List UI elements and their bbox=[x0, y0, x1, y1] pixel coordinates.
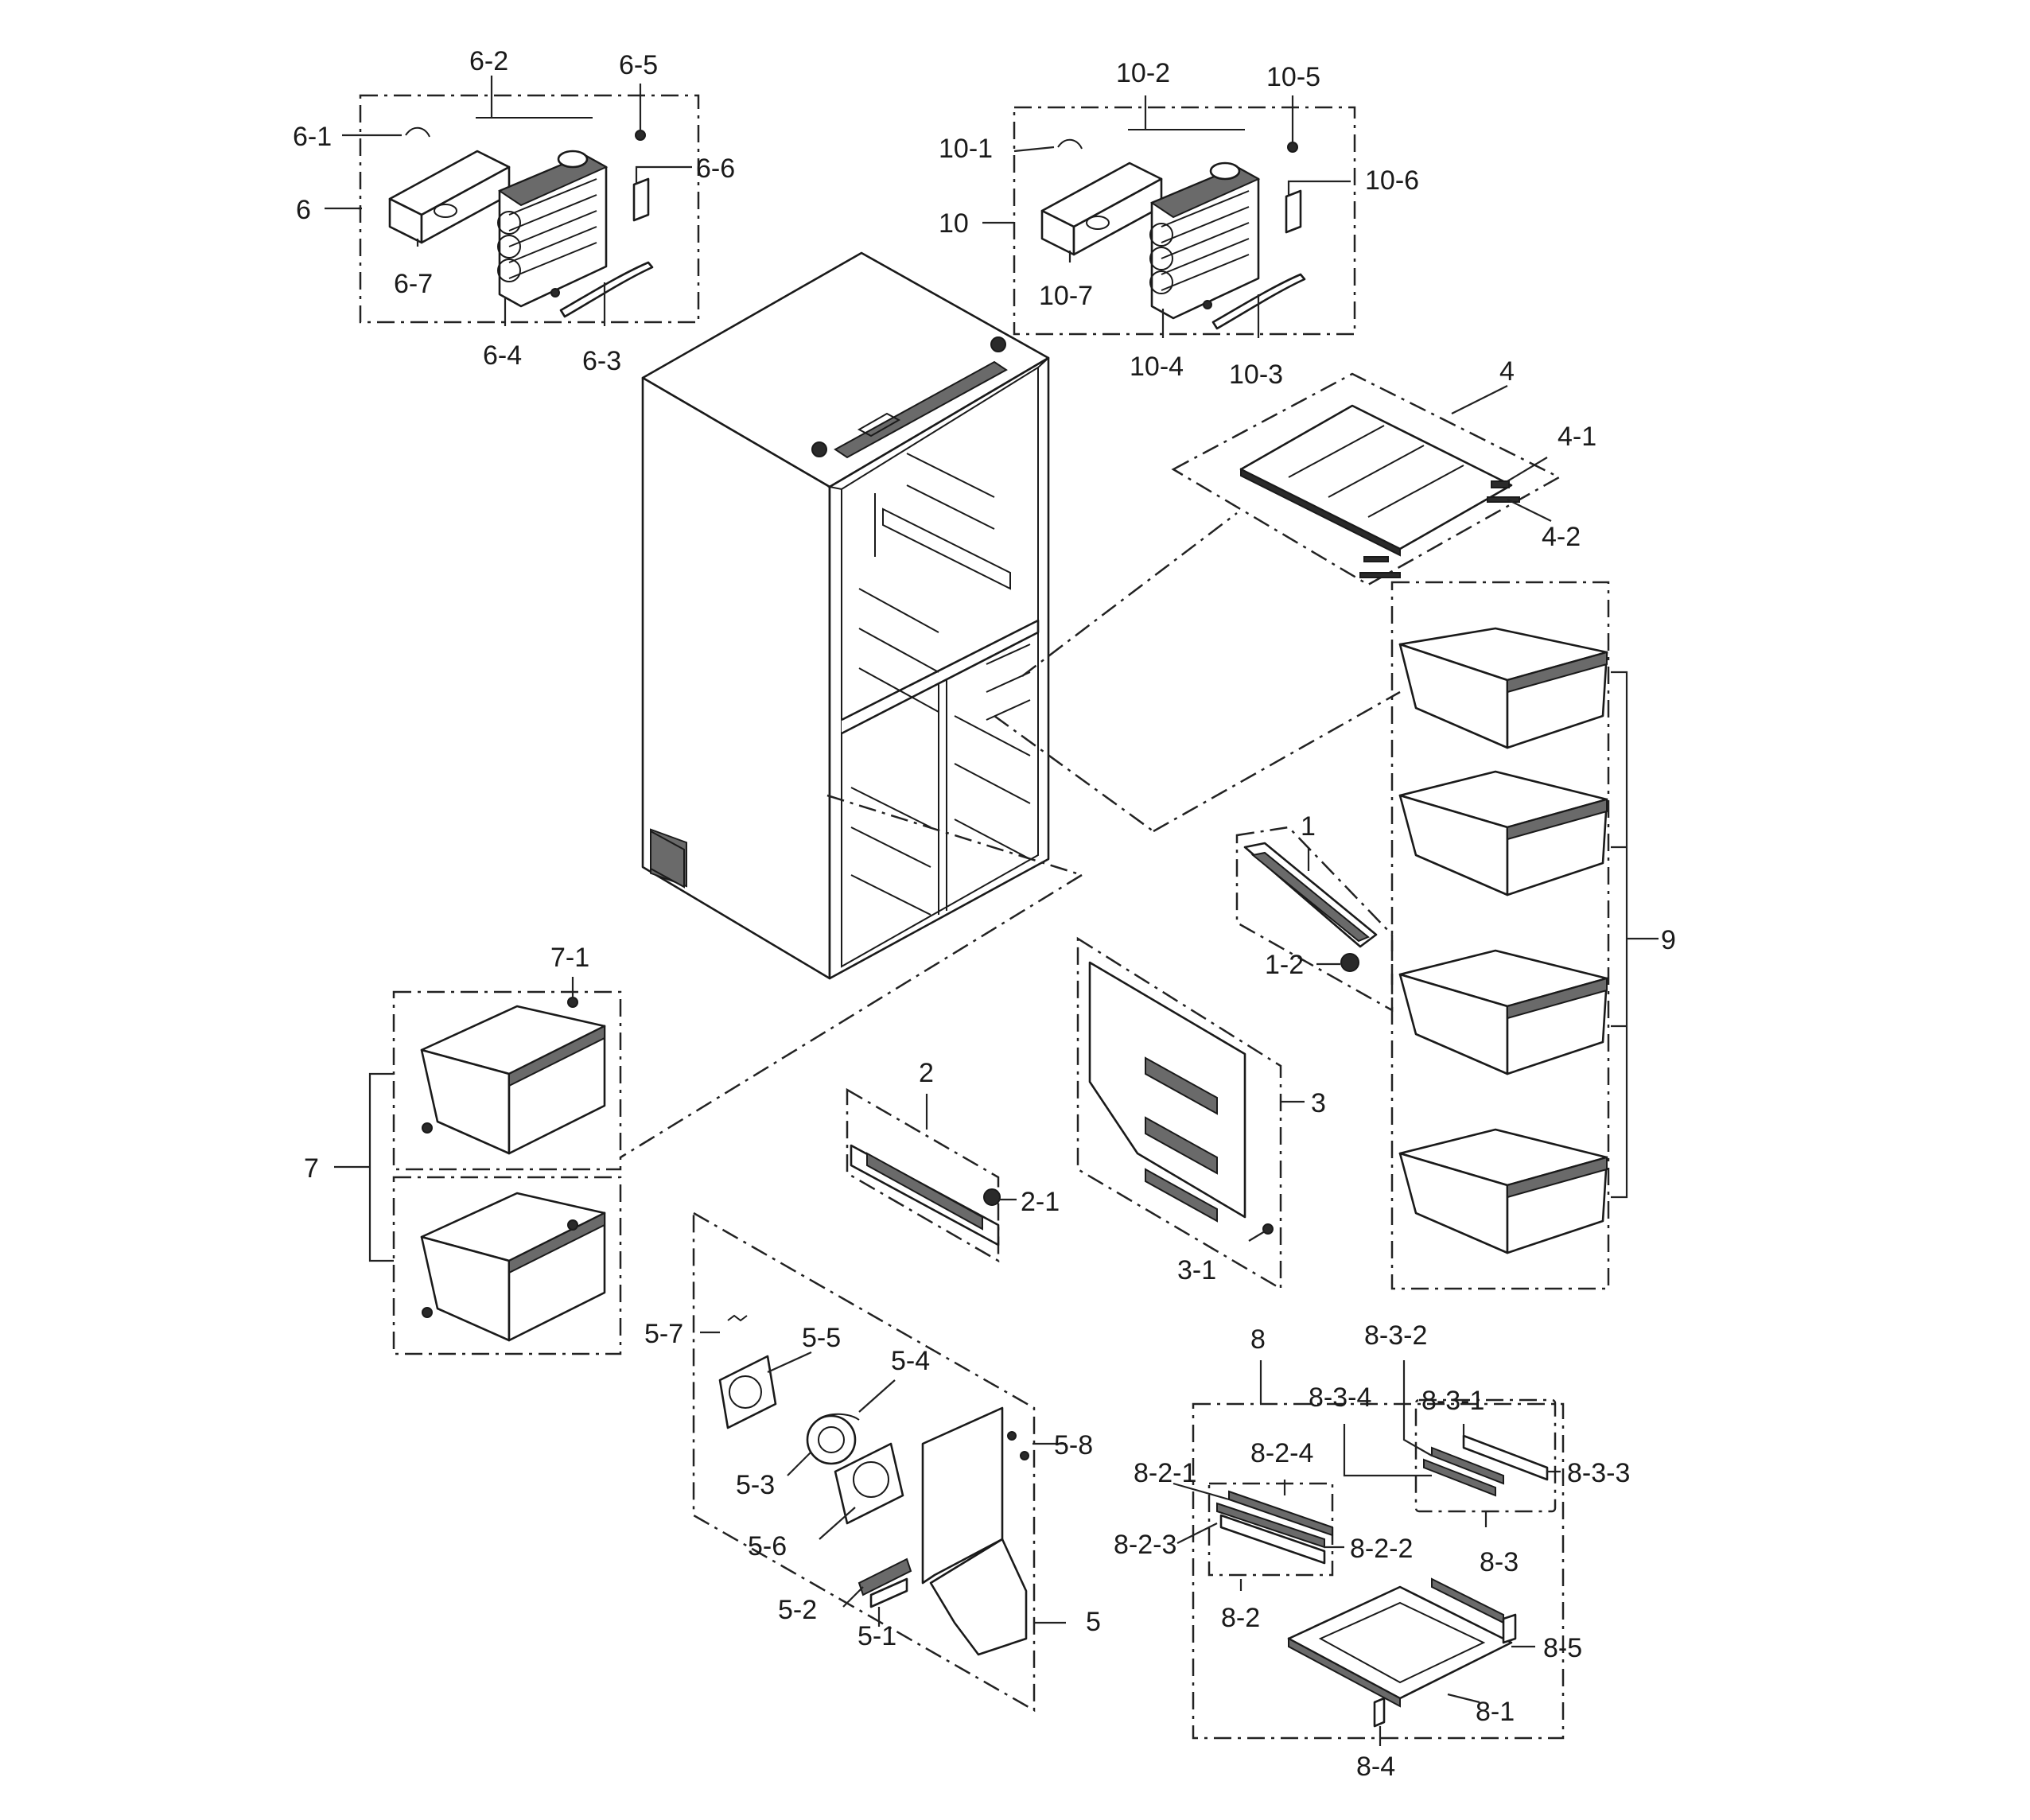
label-10-3: 10-3 bbox=[1229, 360, 1283, 390]
label-5-4: 5-4 bbox=[891, 1346, 930, 1376]
label-8-2-1: 8-2-1 bbox=[1134, 1458, 1196, 1488]
label-8-3-2: 8-3-2 bbox=[1364, 1320, 1427, 1351]
label-8-5: 8-5 bbox=[1543, 1633, 1582, 1663]
label-5-5: 5-5 bbox=[802, 1323, 841, 1353]
label-4: 4 bbox=[1499, 356, 1515, 387]
label-8-2-3: 8-2-3 bbox=[1114, 1530, 1176, 1560]
group-4-shelf bbox=[1171, 372, 1561, 586]
group-5-fan-assembly bbox=[692, 1211, 1036, 1713]
label-8-3-4: 8-3-4 bbox=[1309, 1382, 1371, 1413]
label-3: 3 bbox=[1311, 1088, 1326, 1118]
label-5-3: 5-3 bbox=[736, 1470, 775, 1500]
label-8: 8 bbox=[1250, 1324, 1266, 1355]
label-10-7: 10-7 bbox=[1039, 281, 1093, 311]
label-10-4: 10-4 bbox=[1130, 352, 1184, 382]
drawer-7b bbox=[420, 1192, 606, 1342]
group-10-evaporator bbox=[1013, 106, 1356, 336]
label-8-1: 8-1 bbox=[1476, 1697, 1515, 1727]
callout-labels: 6-2 6-5 6-1 6-6 6 6-7 6-4 6-3 10-2 10-5 … bbox=[293, 46, 1676, 1782]
label-8-2-4: 8-2-4 bbox=[1250, 1438, 1313, 1468]
group-8-tray-assembly bbox=[1192, 1398, 1565, 1740]
drawer-9d bbox=[1398, 1128, 1608, 1254]
label-10-1: 10-1 bbox=[939, 134, 993, 164]
label-7: 7 bbox=[304, 1153, 319, 1184]
label-5-6: 5-6 bbox=[748, 1531, 787, 1561]
label-7-1: 7-1 bbox=[550, 943, 589, 973]
label-3-1: 3-1 bbox=[1177, 1255, 1216, 1285]
label-5-1: 5-1 bbox=[858, 1621, 896, 1651]
group-3-panel bbox=[1076, 936, 1282, 1291]
label-10: 10 bbox=[939, 208, 969, 239]
label-6-6: 6-6 bbox=[696, 154, 735, 184]
label-6-4: 6-4 bbox=[483, 340, 522, 371]
refrigerator-cabinet bbox=[641, 251, 1050, 980]
label-8-3: 8-3 bbox=[1480, 1547, 1519, 1577]
drawer-9b bbox=[1398, 770, 1608, 896]
label-2-1: 2-1 bbox=[1021, 1187, 1060, 1217]
label-10-6: 10-6 bbox=[1365, 165, 1419, 196]
label-1: 1 bbox=[1301, 811, 1316, 842]
label-10-2: 10-2 bbox=[1116, 58, 1170, 88]
drawer-9a bbox=[1398, 627, 1608, 749]
group-6-evaporator bbox=[359, 94, 700, 324]
connection-lines bbox=[620, 512, 1401, 1159]
label-1-2: 1-2 bbox=[1265, 950, 1304, 980]
drawer-9c bbox=[1398, 949, 1608, 1075]
label-8-3-3: 8-3-3 bbox=[1567, 1458, 1630, 1488]
label-5-8: 5-8 bbox=[1054, 1430, 1093, 1460]
label-6: 6 bbox=[296, 195, 311, 225]
label-5-2: 5-2 bbox=[778, 1595, 817, 1625]
group-7-drawers bbox=[392, 990, 622, 1355]
label-6-1: 6-1 bbox=[293, 122, 332, 152]
label-6-7: 6-7 bbox=[394, 269, 433, 299]
drawer-7a bbox=[420, 997, 606, 1155]
label-4-1: 4-1 bbox=[1558, 422, 1596, 452]
label-2: 2 bbox=[919, 1058, 934, 1088]
label-8-2-2: 8-2-2 bbox=[1350, 1534, 1413, 1564]
label-5: 5 bbox=[1086, 1607, 1101, 1637]
label-6-3: 6-3 bbox=[582, 346, 621, 376]
label-9: 9 bbox=[1661, 925, 1676, 955]
group-2-vent bbox=[846, 1087, 1001, 1263]
label-8-3-1: 8-3-1 bbox=[1421, 1386, 1484, 1416]
group-9-drawers bbox=[1390, 581, 1610, 1290]
label-10-5: 10-5 bbox=[1266, 62, 1320, 92]
leader-lines bbox=[325, 76, 1659, 1746]
label-4-2: 4-2 bbox=[1542, 522, 1581, 552]
label-6-5: 6-5 bbox=[619, 50, 658, 80]
label-8-4: 8-4 bbox=[1356, 1752, 1395, 1782]
label-6-2: 6-2 bbox=[469, 46, 508, 76]
label-5-7: 5-7 bbox=[644, 1319, 683, 1349]
label-8-2: 8-2 bbox=[1221, 1603, 1260, 1633]
group-1-cover bbox=[1235, 826, 1394, 1013]
